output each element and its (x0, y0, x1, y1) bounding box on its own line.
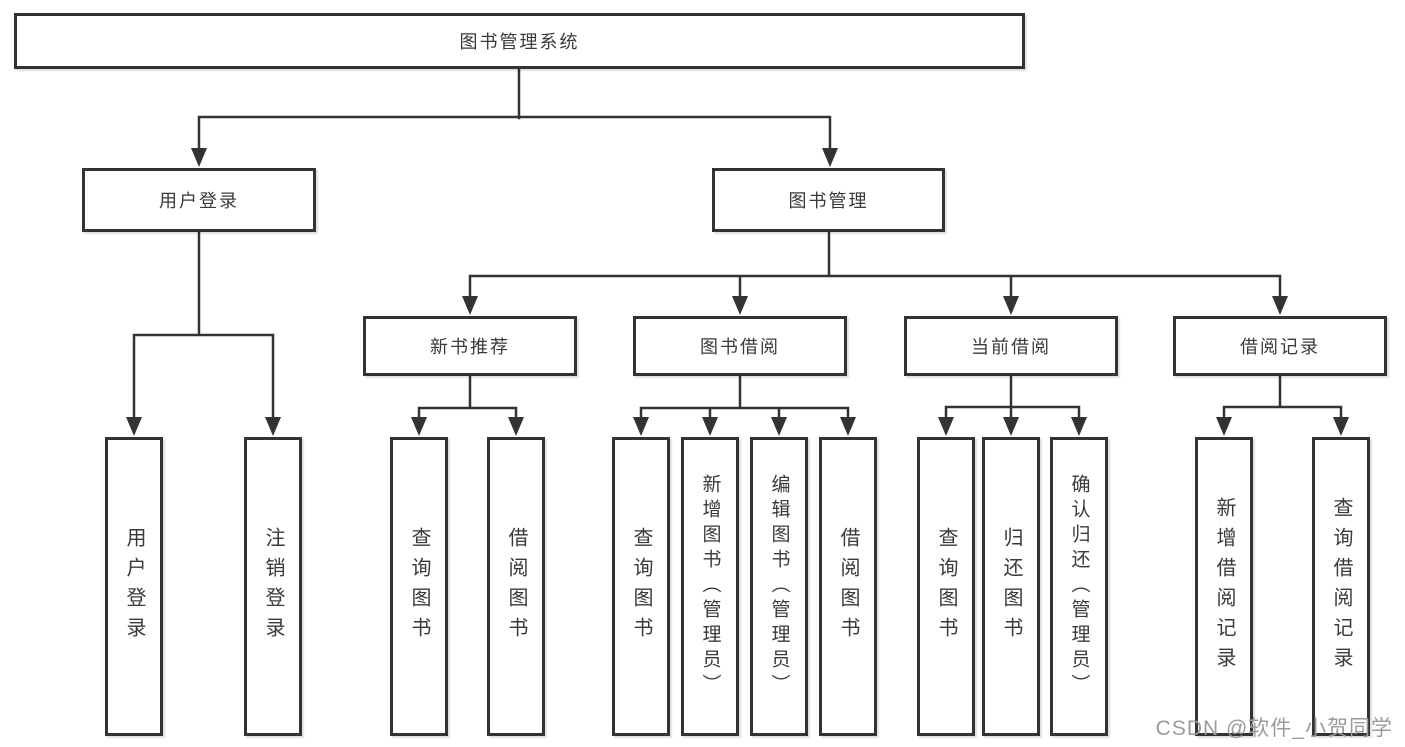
connector-book-management-to-level3 (462, 229, 1288, 315)
leaf-add-borrow-record: 新增借阅记录 (1195, 437, 1253, 736)
arrowhead (771, 417, 787, 436)
arrowhead (840, 417, 856, 436)
leaf-query-books-borrow: 查询图书 (612, 437, 670, 736)
arrowhead (1272, 296, 1288, 315)
node-root: 图书管理系统 (14, 13, 1025, 69)
arrowhead (732, 296, 748, 315)
connector-new-book-recommend-to-leaves (411, 373, 524, 436)
connector-current-borrow-to-leaves (938, 373, 1087, 436)
arrowhead (1071, 417, 1087, 436)
leaf-logout: 注销登录 (244, 437, 302, 736)
arrowhead (1003, 296, 1019, 315)
leaf-borrow-books: 借阅图书 (819, 437, 877, 736)
node-current-borrow: 当前借阅 (904, 316, 1118, 376)
arrowhead (411, 417, 427, 436)
connector-user-login-to-leaves (126, 230, 281, 436)
leaf-query-books-recommend: 查询图书 (390, 437, 448, 736)
arrowhead (508, 417, 524, 436)
connector-borrow-records-to-leaves (1216, 373, 1349, 436)
arrowhead (1216, 417, 1232, 436)
node-book-borrow: 图书借阅 (633, 316, 847, 376)
node-user-login: 用户登录 (82, 168, 316, 232)
arrowhead (265, 417, 281, 436)
arrowhead (462, 296, 478, 315)
leaf-query-books-current: 查询图书 (917, 437, 975, 736)
leaf-edit-book-admin: 编辑图书（管理员） (750, 437, 808, 736)
arrowhead (126, 417, 142, 436)
leaf-confirm-return-admin: 确认归还（管理员） (1050, 437, 1108, 736)
node-borrow-records: 借阅记录 (1173, 316, 1387, 376)
leaf-user-login: 用户登录 (105, 437, 163, 736)
arrowhead (702, 417, 718, 436)
node-new-book-recommend: 新书推荐 (363, 316, 577, 376)
arrowhead (822, 148, 838, 167)
arrowhead (1333, 417, 1349, 436)
connector-root-to-level2 (191, 67, 838, 167)
arrowhead (191, 148, 207, 167)
leaf-query-borrow-record: 查询借阅记录 (1312, 437, 1370, 736)
leaf-return-book: 归还图书 (982, 437, 1040, 736)
arrowhead (633, 417, 649, 436)
arrowhead (1003, 417, 1019, 436)
leaf-borrow-books-recommend: 借阅图书 (487, 437, 545, 736)
node-book-management: 图书管理 (712, 168, 945, 232)
arrowhead (938, 417, 954, 436)
csdn-watermark: CSDN @软件_小贺同学 (1155, 717, 1393, 740)
leaf-add-book-admin: 新增图书（管理员） (681, 437, 739, 736)
connector-book-borrow-to-leaves (633, 373, 856, 436)
